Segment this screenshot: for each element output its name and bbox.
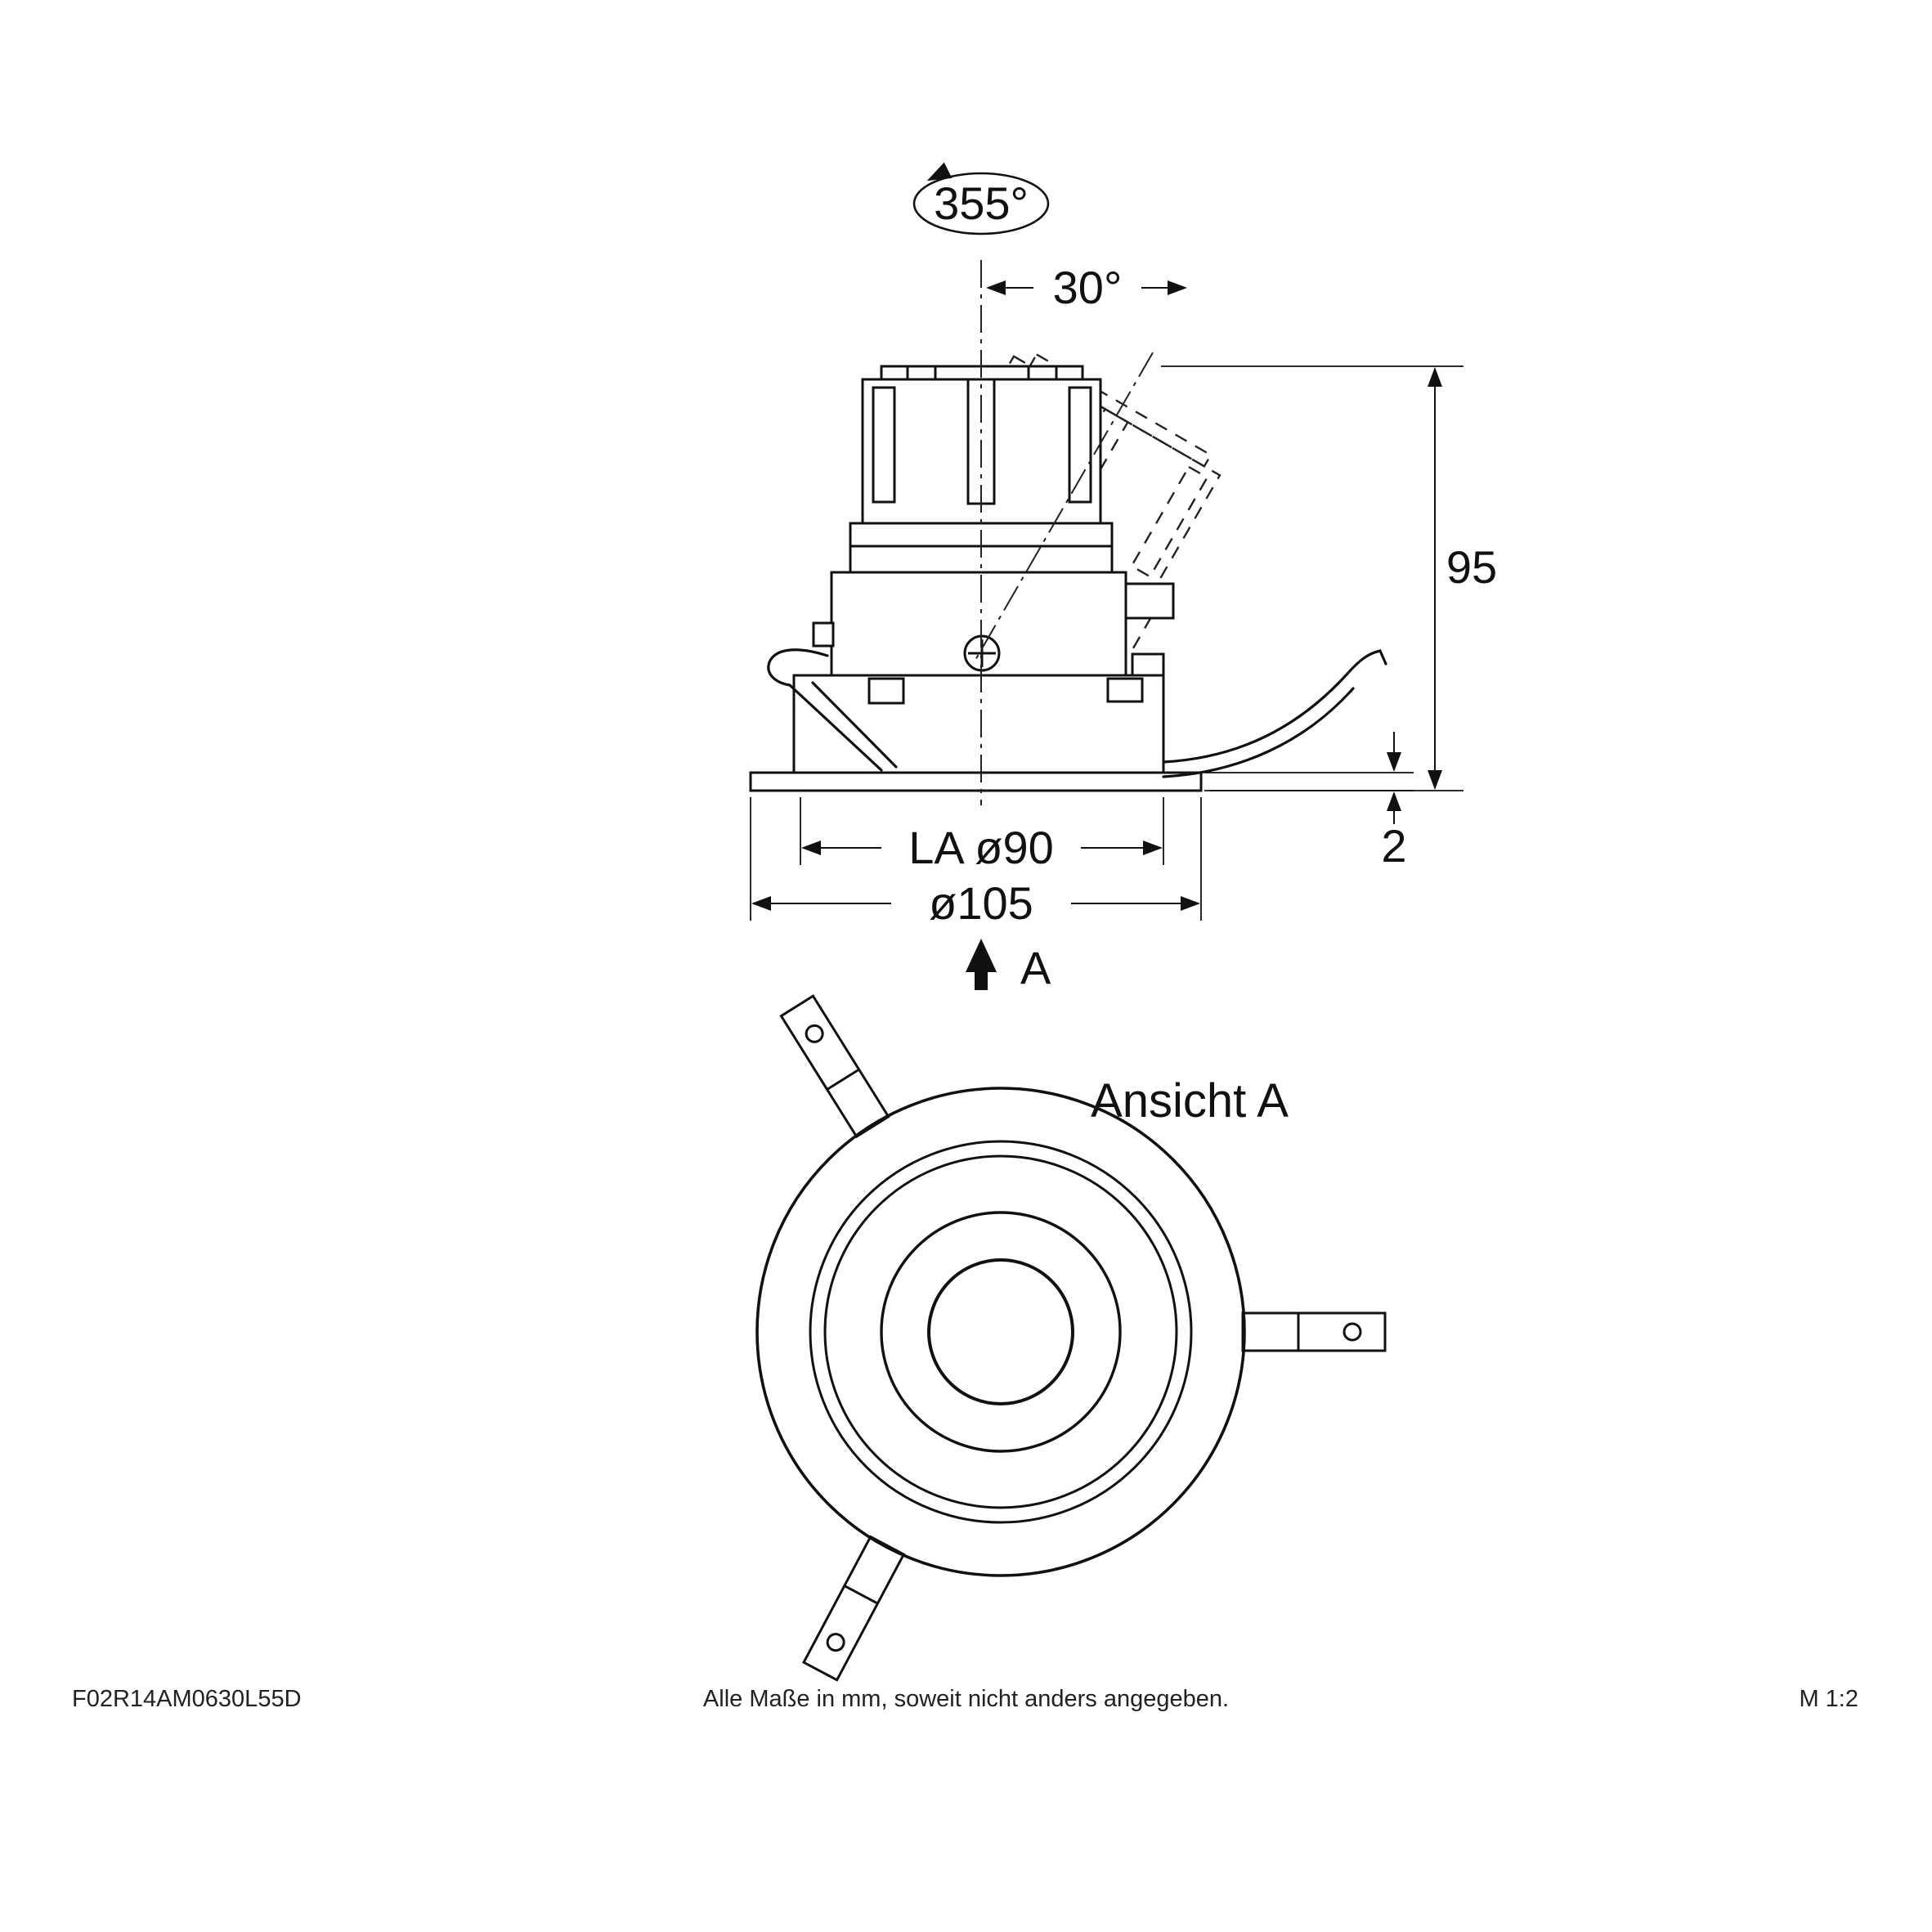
height-dimension: 95 [1161,365,1497,791]
mounting-tab-top-left [779,994,890,1139]
drawing-scale: M 1:2 [1799,1686,1858,1712]
rotation-arrow [926,162,953,182]
article-number: F02R14AM0630L55D [72,1686,302,1712]
retention-spring-right [1162,649,1387,778]
retention-spring-left [767,648,898,772]
flange-thickness-dimension: 2 [1204,732,1414,872]
view-arrow-icon [966,939,997,972]
tilt-angle-label: 30° [1053,262,1123,313]
rotation-angle-label: 355° [934,177,1029,229]
centerlines [973,260,1154,805]
reflector-circle [880,1211,1122,1453]
trim-flange [749,771,1203,792]
lamp-opening-circle [927,1258,1074,1405]
dimension-note: Alle Maße in mm, soweit nicht anders ang… [702,1686,1230,1712]
tilt-annotation: 30° [986,262,1187,313]
view-direction-marker: A [966,939,1051,993]
flange-diameter-label: ø105 [929,877,1033,929]
flange-diameter-dimension: ø105 [750,797,1202,929]
flange-thickness-label: 2 [1381,820,1406,872]
bottom-view-title: Ansicht A [1091,1074,1289,1127]
bottom-view [755,994,1387,1682]
bezel-outer-circle [809,1140,1193,1524]
cutout-dimension: LA ø90 [800,797,1164,873]
flange-outer-circle [755,1087,1246,1577]
recessed-can [792,674,1165,774]
mounting-tab-right [1241,1311,1387,1352]
heatsink-slot-right [1068,386,1092,504]
view-marker-label: A [1020,942,1051,993]
cutout-diameter-label: LA ø90 [908,822,1053,873]
heatsink-slot-left [872,386,896,504]
height-label: 95 [1446,541,1497,593]
tilted-centerline [973,352,1154,663]
bezel-inner-circle [823,1154,1178,1509]
rotation-ellipse [912,172,1050,235]
mounting-tab-bottom-left [802,1535,906,1682]
rotation-annotation: 355° [912,162,1050,235]
